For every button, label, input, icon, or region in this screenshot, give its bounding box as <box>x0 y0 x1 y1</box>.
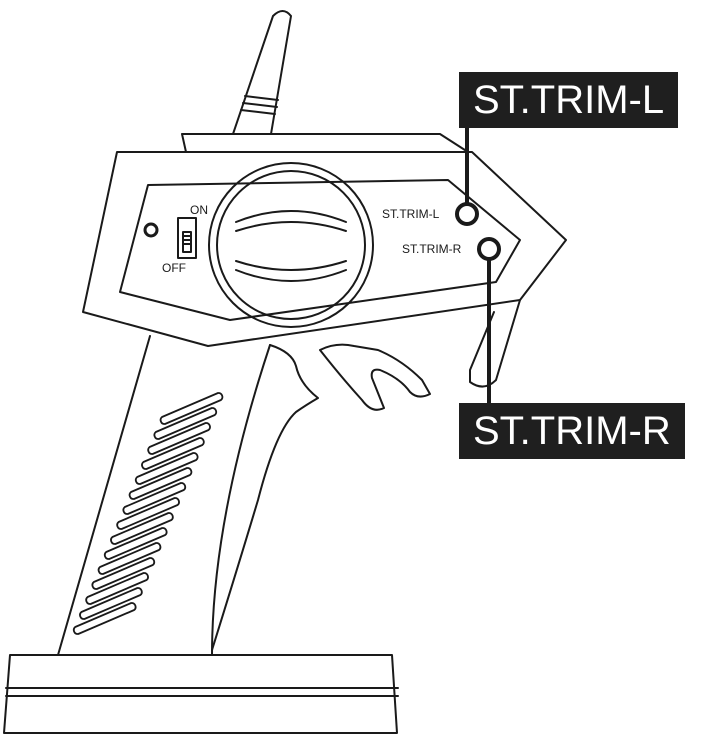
trim-right-button <box>477 237 501 261</box>
trim-left-button <box>455 202 479 226</box>
steering-wheel <box>208 162 374 328</box>
grip-slots <box>72 392 224 635</box>
power-led <box>143 222 159 238</box>
grip-slot <box>122 482 187 515</box>
grip-slot <box>159 392 224 425</box>
grip-slot <box>72 602 137 635</box>
grip-slot <box>103 527 168 560</box>
base-stand <box>3 654 399 734</box>
grip-slot <box>153 407 218 440</box>
grip-slot <box>141 437 205 470</box>
trim-right-small-label: ST.TRIM-R <box>402 242 462 256</box>
trim-right-callout: ST.TRIM-R <box>459 403 685 459</box>
grip-slot <box>91 557 156 590</box>
grip-slot <box>79 587 143 620</box>
trim-left-callout: ST.TRIM-L <box>459 72 679 128</box>
body-rear <box>469 299 521 388</box>
grip-slot <box>128 467 193 500</box>
grip-slot <box>147 422 211 455</box>
switch-on-label: ON <box>190 203 208 217</box>
grip-slot <box>116 497 180 530</box>
grip-slot <box>85 572 149 605</box>
trigger-guard <box>211 344 319 651</box>
power-switch <box>177 217 197 259</box>
switch-off-label: OFF <box>162 261 186 275</box>
body-top-cap <box>181 133 469 153</box>
handle-grip <box>57 335 271 656</box>
face-panel <box>119 179 521 321</box>
grip-slot <box>97 542 162 575</box>
grip-slot <box>110 512 174 545</box>
trim-left-small-label: ST.TRIM-L <box>382 207 440 221</box>
grip-slot <box>134 452 199 485</box>
throttle-trigger <box>319 343 431 411</box>
antenna <box>232 10 292 135</box>
